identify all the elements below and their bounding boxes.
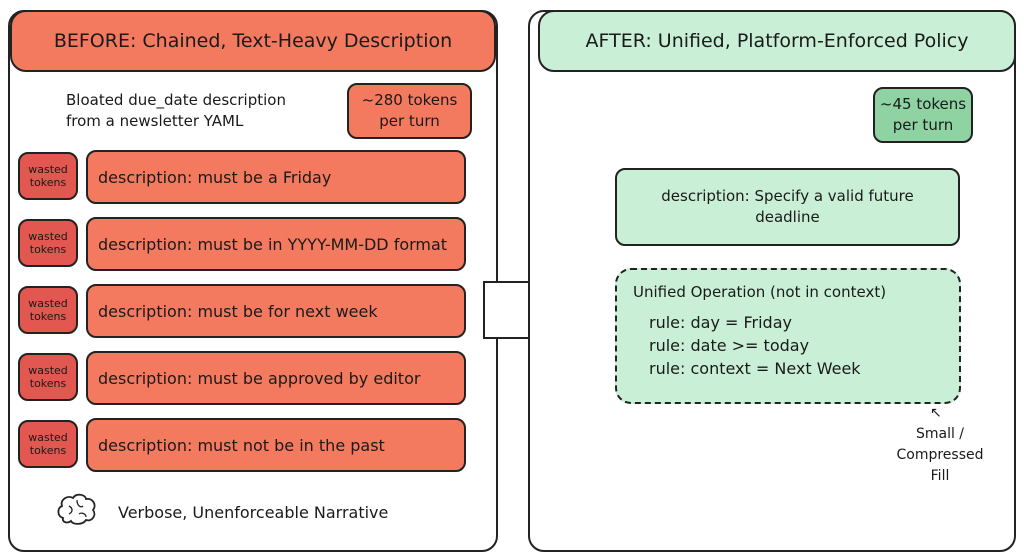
description-line: description: Specify a valid future [661,187,914,205]
annotation-arrow-icon: ↖ [930,405,942,421]
wasted-tokens-badge: wasted tokens [18,152,78,200]
rule: rule: day = Friday [649,313,792,332]
wasted-line: wasted [28,297,68,310]
annotation-line: Compressed [896,447,984,463]
wasted-line: tokens [29,243,67,256]
wasted-line: wasted [28,364,68,377]
wasted-line: tokens [29,176,67,189]
before-footer: Verbose, Unenforceable Narrative [118,503,389,522]
rule: rule: context = Next Week [649,359,861,378]
wasted-line: tokens [29,444,67,457]
token-badge-after: ~45 tokens per turn [873,87,973,143]
token-badge-before: ~280 tokens per turn [347,83,472,139]
wasted-tokens-badge: wasted tokens [18,286,78,334]
after-title: AFTER: Unified, Platform-Enforced Policy [538,10,1016,72]
intro-line: from a newsletter YAML [66,112,244,130]
badge-line: ~45 tokens [879,95,967,113]
wasted-line: wasted [28,163,68,176]
wasted-line: wasted [28,230,68,243]
rule: rule: date >= today [649,336,810,355]
wasted-line: tokens [29,377,67,390]
badge-line: per turn [892,116,954,134]
description-row: description: must be approved by editor [86,351,466,405]
wasted-tokens-badge: wasted tokens [18,219,78,267]
description-row: description: must be a Friday [86,150,466,204]
intro-line: Bloated due_date description [66,91,286,109]
badge-line: ~280 tokens [361,91,458,109]
operation-title: Unified Operation (not in context) [633,283,887,301]
description-line: deadline [755,208,820,226]
wasted-line: tokens [29,310,67,323]
unified-operation-box: Unified Operation (not in context) rule:… [615,268,961,404]
after-description: description: Specify a valid future dead… [615,168,960,246]
before-intro: Bloated due_date description from a news… [66,90,286,132]
description-row: description: must be for next week [86,284,466,338]
annotation: Small / Compressed Fill [895,424,985,487]
annotation-line: Small / [915,426,965,442]
wasted-tokens-badge: wasted tokens [18,353,78,401]
description-row: description: must be in YYYY-MM-DD forma… [86,217,466,271]
badge-line: per turn [379,112,440,130]
brain-icon [55,492,99,528]
annotation-line: Fill [930,468,950,484]
description-row: description: must not be in the past [86,418,466,472]
wasted-tokens-badge: wasted tokens [18,420,78,468]
before-title: BEFORE: Chained, Text-Heavy Description [10,10,496,72]
wasted-line: wasted [28,431,68,444]
